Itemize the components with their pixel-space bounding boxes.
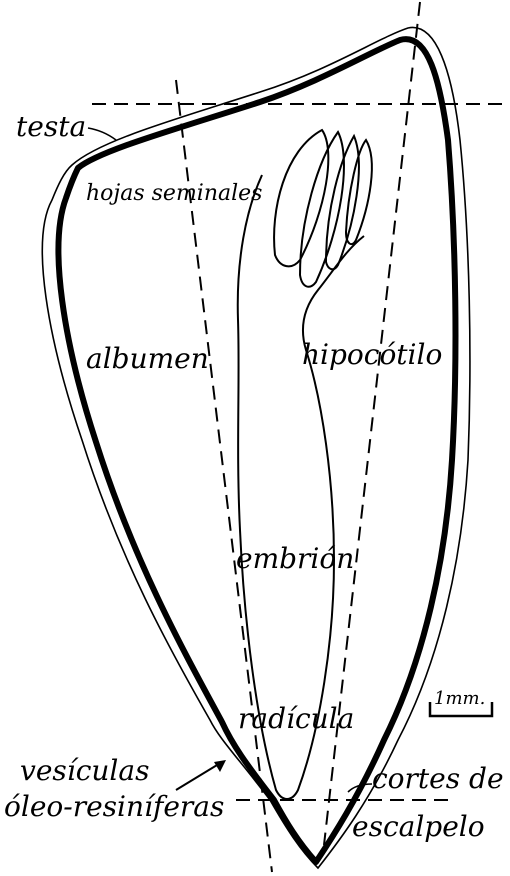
label-testa: testa	[16, 110, 86, 143]
label-cortes-line2: escalpelo	[352, 810, 485, 843]
label-cortes-line1: cortes de	[372, 762, 504, 795]
label-hipocotilo: hipocótilo	[302, 338, 442, 371]
label-vesiculas-line2: óleo-resiníferas	[4, 790, 224, 823]
label-hojas-seminales: hojas seminales	[86, 181, 262, 206]
testa-leader	[88, 128, 116, 140]
vesiculas-arrow-line	[176, 762, 222, 790]
cotyledon-3	[326, 136, 359, 269]
label-scale: 1mm.	[434, 688, 485, 709]
seed-body-outline	[58, 39, 455, 862]
label-albumen: albumen	[86, 342, 209, 375]
label-radicula: radícula	[238, 702, 354, 735]
label-embrion: embrión	[236, 542, 354, 575]
label-vesiculas-line1: vesículas	[20, 754, 149, 787]
